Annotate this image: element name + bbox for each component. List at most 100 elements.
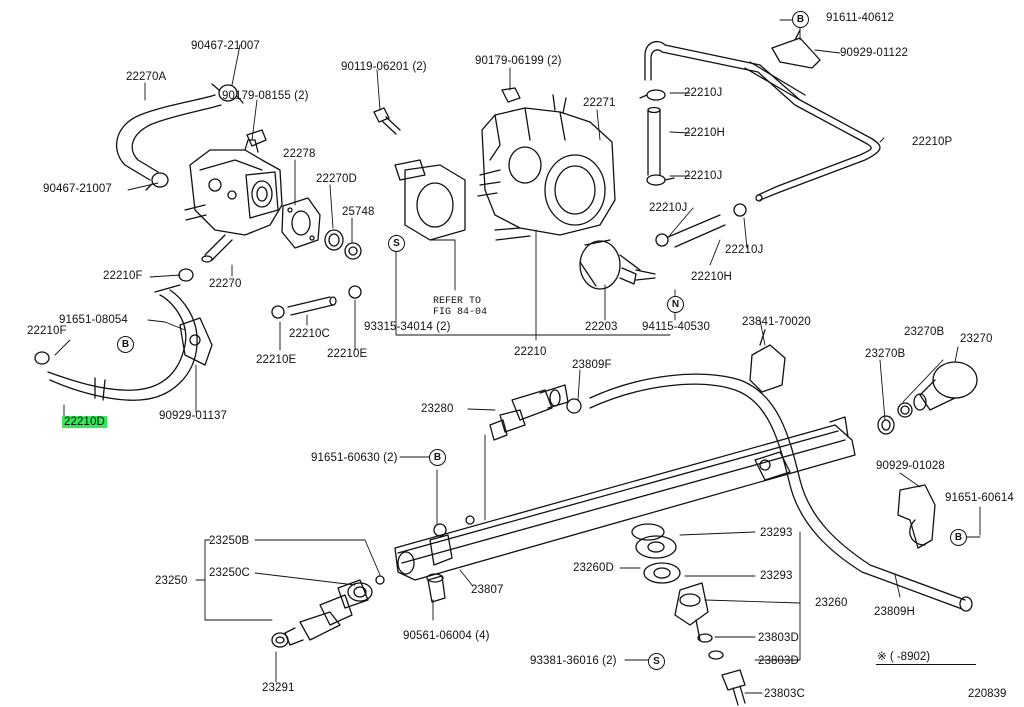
pipe-22210P (645, 42, 880, 201)
label-23250: 23250 (155, 575, 188, 587)
bolt-23803C (722, 670, 745, 705)
label-90179-06199: 90179-06199 (2) (475, 55, 562, 67)
fuel-rail-23807 (395, 417, 855, 580)
oring-23803D-1 (698, 634, 712, 642)
grommet-23250C (348, 583, 372, 601)
label-90561-06004: 90561-06004 (4) (403, 630, 490, 642)
clamp-22210F-top (179, 269, 193, 281)
label-23293-1: 23293 (760, 527, 793, 539)
label-22278: 22278 (283, 148, 316, 160)
bolt-90179-08155 (247, 130, 266, 146)
badge-n: N (667, 296, 684, 313)
label-23809H: 23809H (874, 606, 915, 618)
badge-b-top: B (792, 11, 809, 28)
badge-s-bottom: S (648, 653, 665, 670)
badge-b-mid: B (429, 449, 446, 466)
label-93315-34014: 93315-34014 (2) (364, 321, 451, 333)
label-23250C: 23250C (209, 567, 250, 579)
hose-22210H-upper (648, 108, 660, 176)
hose-22270A (117, 95, 221, 180)
label-22210P: 22210P (912, 136, 953, 148)
badge-b-right: B (950, 529, 967, 546)
label-22203: 22203 (585, 321, 618, 333)
label-91651-08054: 91651-08054 (59, 314, 128, 326)
label-22210: 22210 (514, 346, 547, 358)
label-90929-01028: 90929-01028 (876, 460, 945, 472)
label-22270: 22270 (209, 278, 242, 290)
label-91651-60614: 91651-60614 (945, 492, 1014, 504)
clamp-90467-mid (146, 173, 168, 190)
bolt-90119-06201 (374, 108, 400, 134)
label-22210C: 22210C (289, 328, 330, 340)
label-23803C: 23803C (764, 688, 805, 700)
hose-22210D (48, 285, 197, 400)
injector-23250 (285, 580, 368, 645)
label-90119-06201: 90119-06201 (2) (341, 61, 427, 73)
clamp-90467-top (212, 84, 243, 103)
refer-to-line-1: REFER TO (433, 296, 482, 307)
label-22271: 22271 (583, 97, 616, 109)
clamp-22210J-2 (647, 175, 674, 185)
ring-22270D (325, 230, 343, 250)
fuel-hose-23809H (590, 374, 972, 611)
bracket-23841 (750, 330, 785, 392)
label-22210H-1: 22210H (684, 127, 725, 139)
label-22210J-3: 22210J (649, 202, 688, 214)
label-90929-01137: 90929-01137 (159, 410, 228, 422)
label-22210H-2: 22210H (691, 271, 732, 283)
clamp-90929-01028 (898, 485, 935, 548)
label-23807: 23807 (471, 584, 504, 596)
hose-22210H-lower (668, 215, 725, 247)
valve-22270 (185, 140, 282, 262)
seal-25748 (345, 243, 361, 259)
label-23803D-1: 23803D (758, 632, 799, 644)
bolt-90561-06004 (427, 574, 445, 602)
gasket-22278 (282, 198, 320, 248)
oring-23803D-2 (709, 651, 723, 659)
leader-lines (55, 20, 884, 420)
label-90467-21007-top: 90467-21007 (191, 40, 260, 52)
refer-to-line-2: FIG 84-04 (433, 307, 488, 318)
label-25748: 25748 (342, 206, 375, 218)
label-91651-60630: 91651-60630 (2) (311, 452, 398, 464)
clamp-22210E-1 (272, 306, 284, 318)
label-22210E-2: 22210E (327, 348, 368, 360)
label-90929-01122: 90929-01122 (840, 47, 909, 59)
label-23270B-2: 23270B (865, 348, 906, 360)
label-22210F-2: 22210F (27, 325, 67, 337)
oring-23250B (376, 576, 384, 584)
damper-23270 (898, 362, 977, 417)
gasket-23293-1 (632, 524, 664, 540)
gasket-23270B (878, 416, 894, 434)
label-23291: 23291 (262, 682, 295, 694)
label-23270B-1: 23270B (904, 326, 945, 338)
label-23809F: 23809F (572, 359, 612, 371)
label-90179-08155: 90179-08155 (2) (222, 90, 309, 102)
badge-b-left: B (117, 336, 134, 353)
clamp-22210E-2 (349, 286, 361, 298)
label-22270D: 22270D (316, 173, 357, 185)
injector-23280 (490, 385, 568, 440)
label-23280: 23280 (421, 403, 454, 415)
label-91611-40612: 91611-40612 (826, 12, 895, 24)
clamp-22210J-3 (656, 234, 668, 246)
insulator-23291 (272, 633, 288, 647)
clamp-22210F-bottom (35, 352, 49, 364)
throttle-body-22210 (478, 95, 615, 240)
label-23803D-2: 23803D (758, 655, 799, 667)
label-22210F-1: 22210F (103, 270, 143, 282)
label-93381-36016: 93381-36016 (2) (530, 655, 617, 667)
clamp-22210J-4 (734, 204, 746, 216)
label-23293-2: 23293 (760, 570, 793, 582)
nut-90179-06199 (502, 88, 520, 102)
clamp-22210J-1 (640, 90, 665, 100)
label-90467-21007-mid: 90467-21007 (43, 183, 112, 195)
label-23260: 23260 (815, 597, 848, 609)
gasket-throttle (395, 160, 465, 240)
valve-22203 (580, 240, 640, 289)
label-23841-70020: 23841-70020 (742, 316, 811, 328)
hose-22210C (288, 297, 336, 315)
leader-lines-lower (196, 320, 980, 693)
label-22210J-2: 22210J (684, 170, 723, 182)
